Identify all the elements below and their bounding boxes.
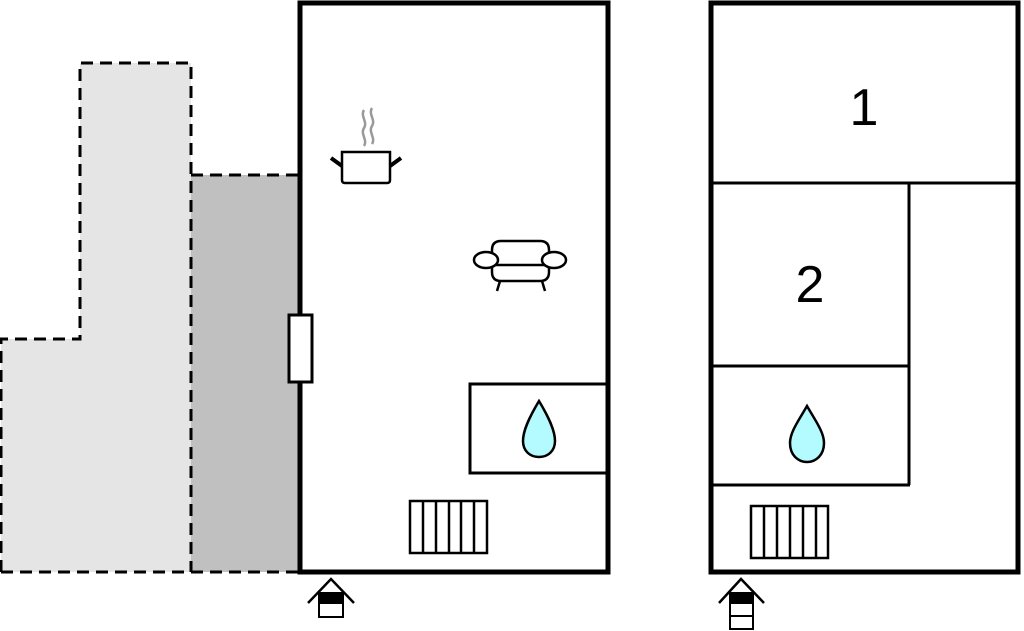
terrace-light-area <box>1 63 191 572</box>
ground-floor-outer-wall <box>297 0 611 575</box>
room-label-2: 2 <box>796 256 825 314</box>
kitchen-pot-icon <box>329 107 403 185</box>
bathroom-water-drop-icon <box>521 398 557 459</box>
entrance-icon[interactable] <box>307 577 355 618</box>
room-label-1: 1 <box>850 79 879 137</box>
stairs-entrance-icon[interactable] <box>718 577 765 630</box>
bathroom-water-drop-icon <box>788 403 826 464</box>
terrace-dark-area <box>191 175 298 572</box>
upper-floor-outer-wall <box>708 0 1021 575</box>
terrace-dashed-outline <box>0 61 298 574</box>
radiator-icon <box>408 499 489 555</box>
door-icon[interactable] <box>287 313 314 384</box>
ground-floor-plan <box>0 0 611 618</box>
upper-floor-plan: 1 2 <box>708 0 1021 630</box>
sofa-icon <box>472 239 568 292</box>
radiator-icon <box>749 504 830 560</box>
